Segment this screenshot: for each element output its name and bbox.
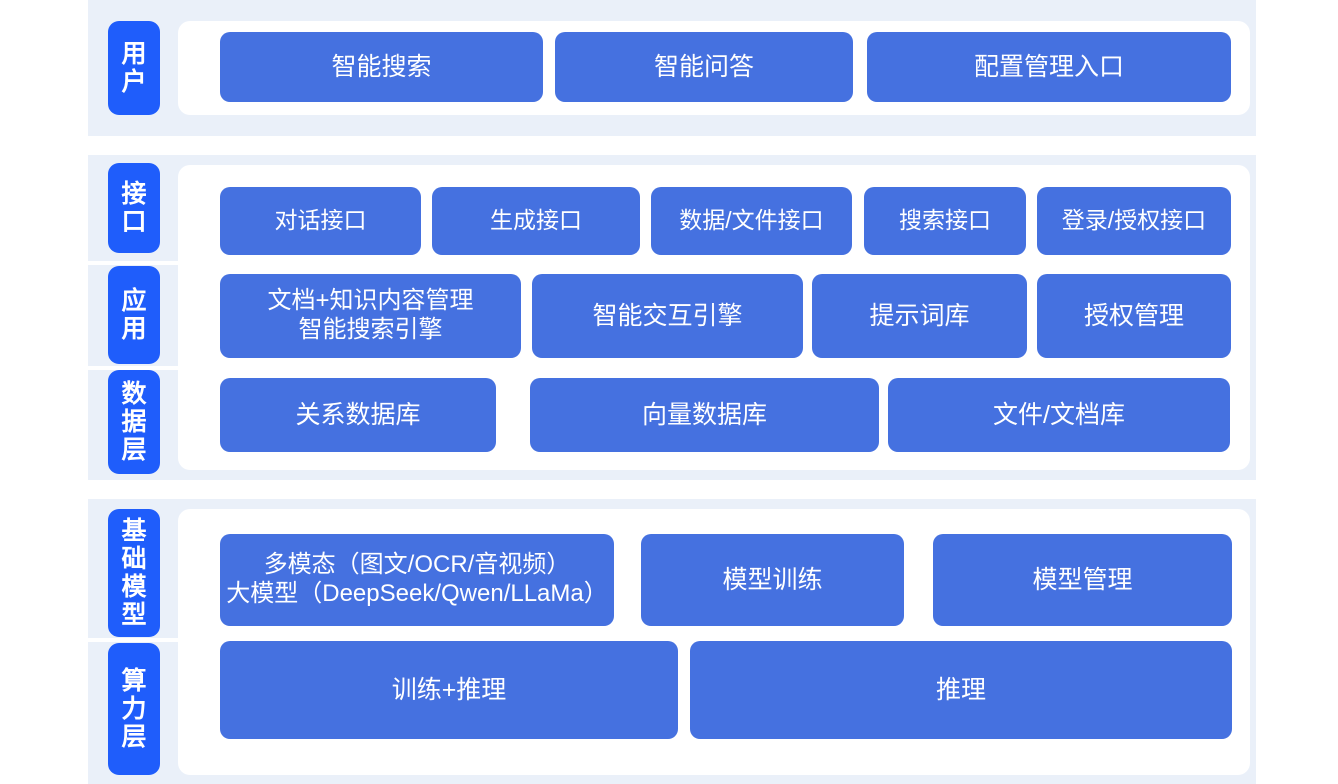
side-label-compute-layer-text: 算力层 bbox=[121, 666, 147, 752]
box-config-management-entry[interactable]: 配置管理入口 bbox=[867, 32, 1231, 102]
side-label-foundation-model-text: 基础模型 bbox=[121, 516, 147, 630]
box-generation-api[interactable]: 生成接口 bbox=[432, 187, 640, 255]
box-search-api[interactable]: 搜索接口 bbox=[864, 187, 1026, 255]
box-training-inference[interactable]: 训练+推理 bbox=[220, 641, 678, 739]
side-label-application-text: 应用 bbox=[121, 286, 147, 343]
box-smart-interaction-engine[interactable]: 智能交互引擎 bbox=[532, 274, 803, 358]
box-data-file-api[interactable]: 数据/文件接口 bbox=[651, 187, 852, 255]
box-smart-search[interactable]: 智能搜索 bbox=[220, 32, 543, 102]
side-label-api: 接口 bbox=[108, 163, 160, 253]
box-doc-knowledge-management[interactable]: 文档+知识内容管理 智能搜索引擎 bbox=[220, 274, 521, 358]
box-smart-qa[interactable]: 智能问答 bbox=[555, 32, 853, 102]
band-separator-app-data bbox=[88, 366, 178, 370]
box-relational-database[interactable]: 关系数据库 bbox=[220, 378, 496, 452]
box-multimodal-large-model[interactable]: 多模态（图文/OCR/音视频） 大模型（DeepSeek/Qwen/LLaMa） bbox=[220, 534, 614, 626]
side-label-data-layer: 数据层 bbox=[108, 370, 160, 474]
box-login-auth-api[interactable]: 登录/授权接口 bbox=[1037, 187, 1231, 255]
box-vector-database[interactable]: 向量数据库 bbox=[530, 378, 879, 452]
side-label-application: 应用 bbox=[108, 266, 160, 364]
box-prompt-library[interactable]: 提示词库 bbox=[812, 274, 1027, 358]
side-label-user-text: 用户 bbox=[121, 39, 147, 96]
box-model-management[interactable]: 模型管理 bbox=[933, 534, 1232, 626]
box-inference[interactable]: 推理 bbox=[690, 641, 1232, 739]
box-dialog-api[interactable]: 对话接口 bbox=[220, 187, 421, 255]
side-label-user: 用户 bbox=[108, 21, 160, 115]
band-separator-api-app bbox=[88, 261, 178, 265]
box-authorization-management[interactable]: 授权管理 bbox=[1037, 274, 1231, 358]
side-label-data-layer-text: 数据层 bbox=[121, 379, 147, 465]
band-separator-model-compute bbox=[88, 638, 178, 642]
side-label-foundation-model: 基础模型 bbox=[108, 509, 160, 637]
side-label-compute-layer: 算力层 bbox=[108, 643, 160, 775]
side-label-api-text: 接口 bbox=[121, 179, 147, 236]
box-file-document-store[interactable]: 文件/文档库 bbox=[888, 378, 1230, 452]
box-model-training[interactable]: 模型训练 bbox=[641, 534, 904, 626]
